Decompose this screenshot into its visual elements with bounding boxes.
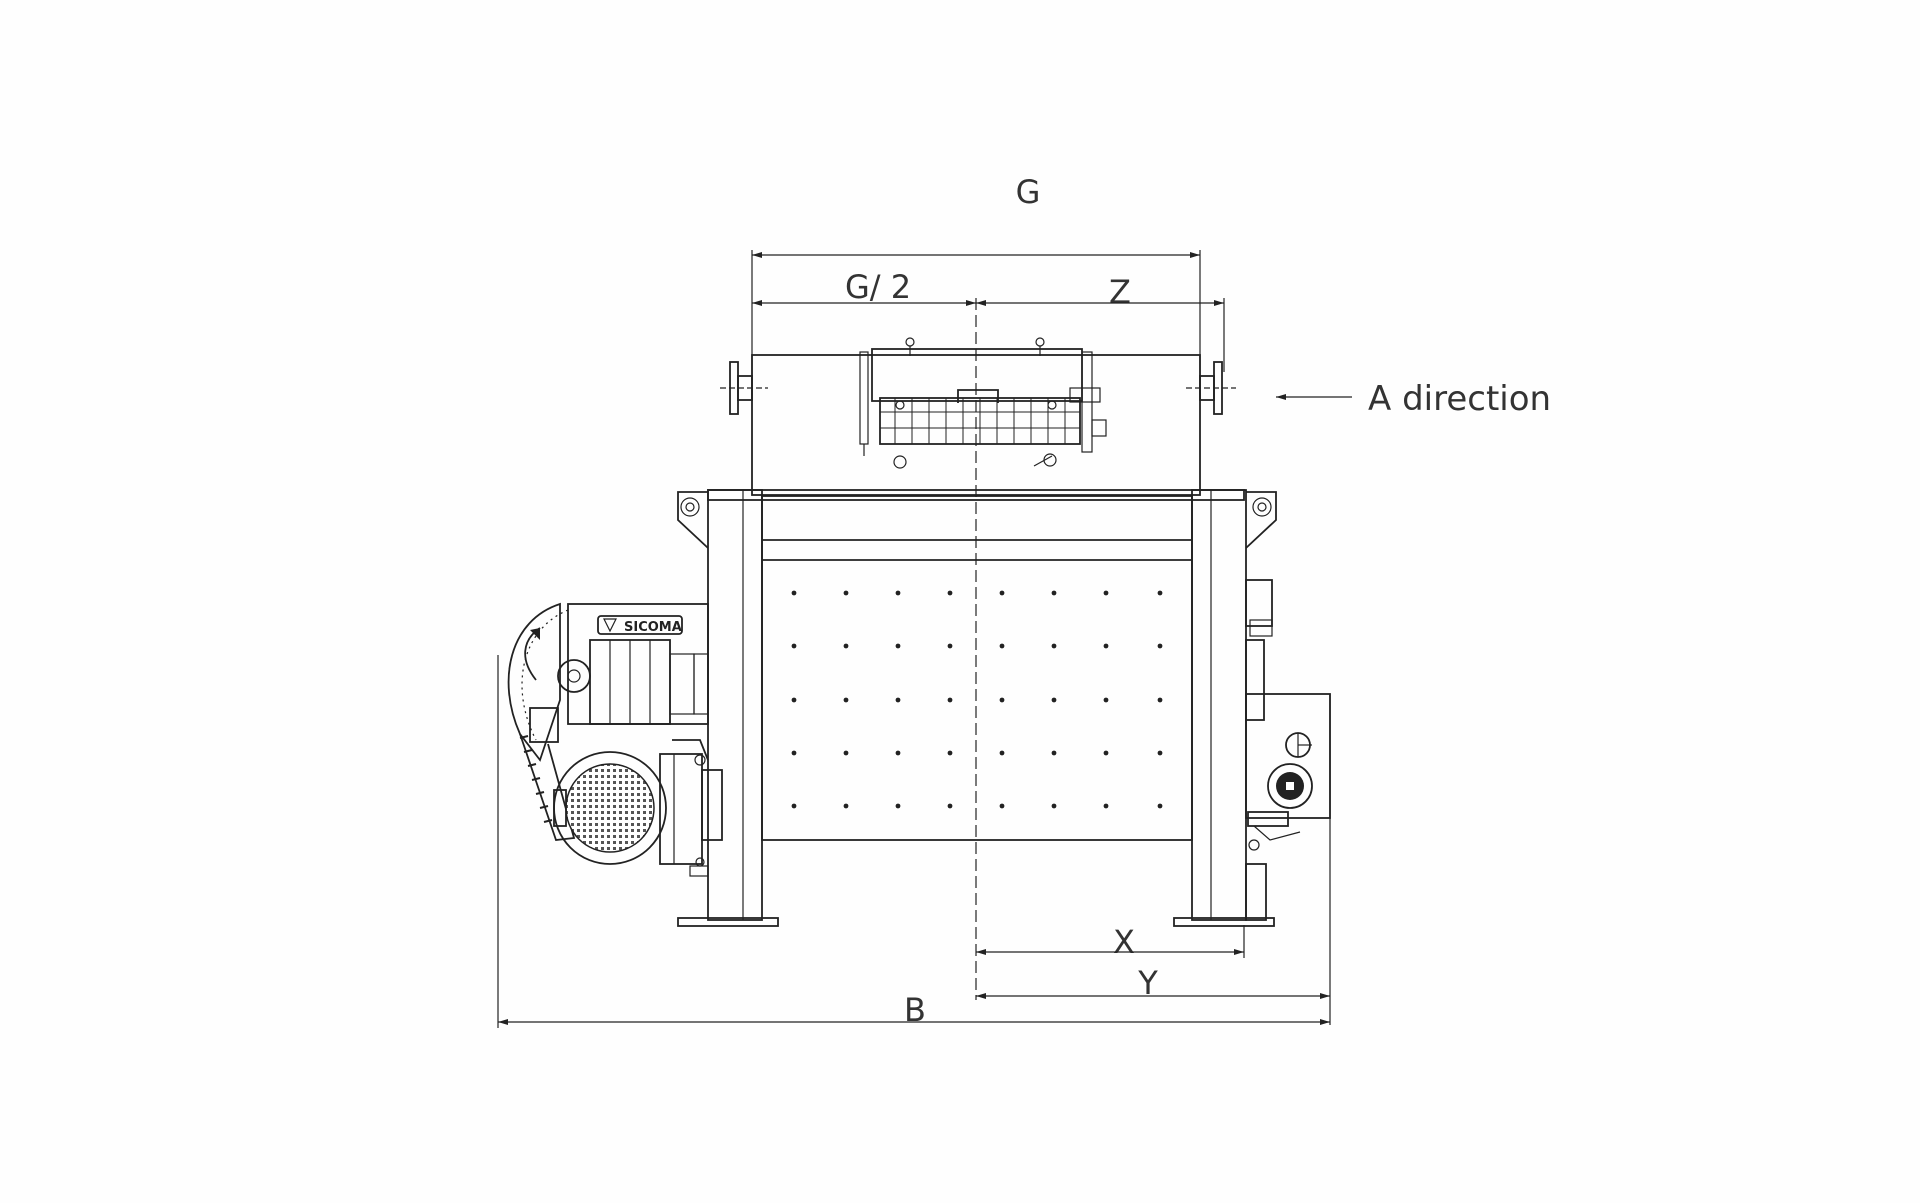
support-legs [677, 489, 1277, 927]
dim-label-g-half: G/ 2 [845, 268, 911, 306]
right-hydraulic-unit [1245, 579, 1331, 921]
dim-label-y: Y [1137, 964, 1158, 1002]
dim-label-b: B [904, 991, 926, 1029]
dimension-lines [497, 250, 1352, 1028]
bolt-pattern [791, 590, 1163, 809]
inspection-hatch [859, 337, 1107, 469]
dim-label-x: X [1113, 923, 1135, 961]
mixer-top-drum [720, 354, 1236, 496]
brand-label: SICOMA [624, 620, 682, 635]
left-drive-unit: SICOMA [507, 602, 723, 877]
direction-label: A direction [1368, 379, 1551, 419]
dim-label-g: G [1016, 173, 1041, 211]
dim-label-z: Z [1109, 273, 1131, 311]
